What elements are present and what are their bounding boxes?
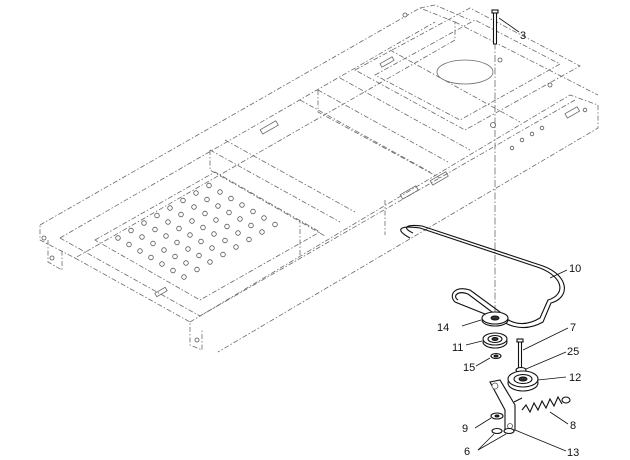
floor-plate-hole <box>272 221 278 228</box>
callout-8: 8 <box>570 420 576 432</box>
tensioner-pulley-part-12 <box>507 370 567 392</box>
floor-plate-hole <box>165 219 171 225</box>
callout-9: 9 <box>462 423 468 435</box>
callout-10: 10 <box>569 263 581 275</box>
floor-plate-hole <box>170 267 176 274</box>
floor-plate-hole <box>178 211 184 218</box>
callout-11: 11 <box>452 342 463 354</box>
spacer-part-15 <box>475 352 502 367</box>
chassis-frame <box>39 4 599 353</box>
floor-plate-hole <box>176 225 182 232</box>
callout-labels: 3 10 7 14 25 11 12 15 8 9 6 13 <box>437 30 581 459</box>
callout-13: 13 <box>567 447 579 459</box>
callout-12: 12 <box>569 372 581 384</box>
callout-3: 3 <box>520 30 526 42</box>
washer-part-25 <box>515 351 567 374</box>
floor-plate-hole <box>239 202 245 208</box>
floor-plate-hole <box>193 190 199 196</box>
floor-plate-hole <box>261 215 267 221</box>
floor-plate-hole <box>200 224 206 231</box>
floor-plate-hole <box>246 236 252 243</box>
floor-plate-hole <box>185 246 191 252</box>
callout-7: 7 <box>570 322 576 334</box>
floor-plate-hole <box>204 196 210 203</box>
floor-plate-hole <box>167 205 173 211</box>
floor-plate-hole <box>196 252 202 259</box>
floor-plate-hole <box>183 260 189 266</box>
floor-plate-hole <box>181 274 187 280</box>
bolt-part-3 <box>491 9 520 45</box>
floor-plate-hole <box>202 210 208 217</box>
washer-part-9 <box>474 412 504 429</box>
floor-plate-hole <box>198 238 204 245</box>
perforated-floor-plate <box>94 171 321 301</box>
floor-plate-hole <box>187 232 193 238</box>
floor-plate-hole <box>259 229 265 235</box>
floor-plate-hole <box>226 209 232 216</box>
floor-plate-hole <box>159 261 165 267</box>
v-belt-part-10 <box>400 224 568 328</box>
floor-plate-hole <box>220 251 226 258</box>
bushing-part-6 <box>477 427 515 451</box>
floor-plate-holes <box>115 182 278 280</box>
floor-plate-hole <box>141 220 147 226</box>
callout-15: 15 <box>463 362 475 374</box>
callout-6: 6 <box>464 446 470 458</box>
floor-plate-hole <box>180 197 186 204</box>
floor-plate-hole <box>115 235 121 241</box>
floor-plate-hole <box>137 248 143 254</box>
floor-plate-hole <box>211 231 217 237</box>
floor-plate-hole <box>163 233 169 239</box>
floor-plate-hole <box>150 240 156 247</box>
callout-14: 14 <box>437 322 449 334</box>
floor-plate-hole <box>248 222 254 229</box>
floor-plate-hole <box>148 254 154 261</box>
floor-plate-hole <box>191 204 197 210</box>
floor-plate-hole <box>174 239 180 246</box>
floor-plate-hole <box>189 218 195 224</box>
callout-25: 25 <box>567 346 579 358</box>
floor-plate-hole <box>126 241 132 248</box>
floor-plate-hole <box>128 227 134 234</box>
spring-part-8 <box>521 395 571 425</box>
floor-plate-hole <box>250 208 256 215</box>
floor-plate-hole <box>237 216 243 222</box>
floor-plate-hole <box>222 237 228 244</box>
floor-plate-hole <box>161 247 167 253</box>
floor-plate-hole <box>217 189 223 195</box>
idler-pulley-part-14 <box>461 311 509 327</box>
floor-plate-hole <box>233 244 239 250</box>
leader-part-13 <box>514 429 567 452</box>
pulley-part-11 <box>465 332 508 349</box>
floor-plate-hole <box>172 253 178 260</box>
floor-plate-hole <box>139 234 145 240</box>
floor-plate-hole <box>206 182 212 189</box>
floor-plate-hole <box>228 195 234 202</box>
floor-plate-hole <box>209 245 215 251</box>
floor-plate-hole <box>224 223 230 230</box>
floor-plate-hole <box>154 212 160 219</box>
floor-plate-hole <box>215 203 221 209</box>
floor-plate-hole <box>213 217 219 223</box>
floor-plate-hole <box>194 266 200 273</box>
floor-plate-hole <box>207 259 213 265</box>
floor-plate-hole <box>152 226 158 233</box>
floor-plate-hole <box>235 230 241 236</box>
